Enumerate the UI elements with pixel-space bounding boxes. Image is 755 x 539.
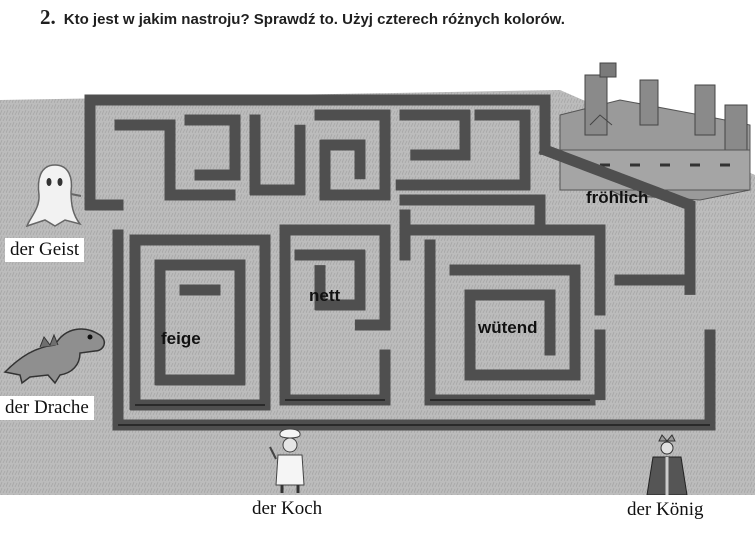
character-drache: der Drache <box>0 396 94 420</box>
maze-scene: fröhlich nett feige wütend der Geist der… <box>0 55 755 495</box>
character-geist: der Geist <box>5 238 85 262</box>
task-number: 2. <box>40 5 56 29</box>
king-icon <box>646 434 688 495</box>
maze-illustration <box>0 62 755 495</box>
mood-wuetend: wütend <box>478 318 538 337</box>
mood-froehlich: fröhlich <box>586 188 649 207</box>
mood-nett: nett <box>309 286 341 305</box>
castle-illustration <box>559 62 751 201</box>
task-heading: 2. Kto jest w jakim nastroju? Sprawdź to.… <box>40 5 565 30</box>
maze-hedges <box>84 94 716 431</box>
mood-feige: feige <box>161 329 201 348</box>
character-koenig: der König <box>622 498 709 522</box>
maze-shadow <box>118 399 710 426</box>
task-instruction: Kto jest w jakim nastroju? Sprawdź to. U… <box>63 11 565 28</box>
cook-icon <box>269 428 305 493</box>
character-koch: der Koch <box>247 497 328 521</box>
dragon-icon <box>3 328 106 385</box>
ghost-icon <box>25 164 82 228</box>
